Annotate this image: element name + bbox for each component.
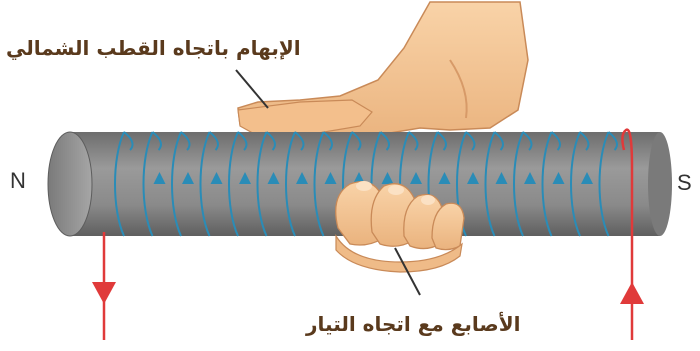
- south-pole-label: S: [677, 170, 692, 196]
- rod-right-end: [648, 132, 672, 236]
- thumb-pointer-line: [236, 70, 268, 108]
- rod-left-end: [48, 132, 92, 236]
- current-arrow-down: [92, 282, 116, 304]
- north-pole-label: N: [10, 168, 26, 194]
- thumb-direction-label: الإبهام باتجاه القطب الشمالي: [6, 36, 301, 60]
- current-arrow-up: [620, 282, 644, 304]
- fingers-direction-label: الأصابع مع اتجاه التيار: [306, 312, 521, 336]
